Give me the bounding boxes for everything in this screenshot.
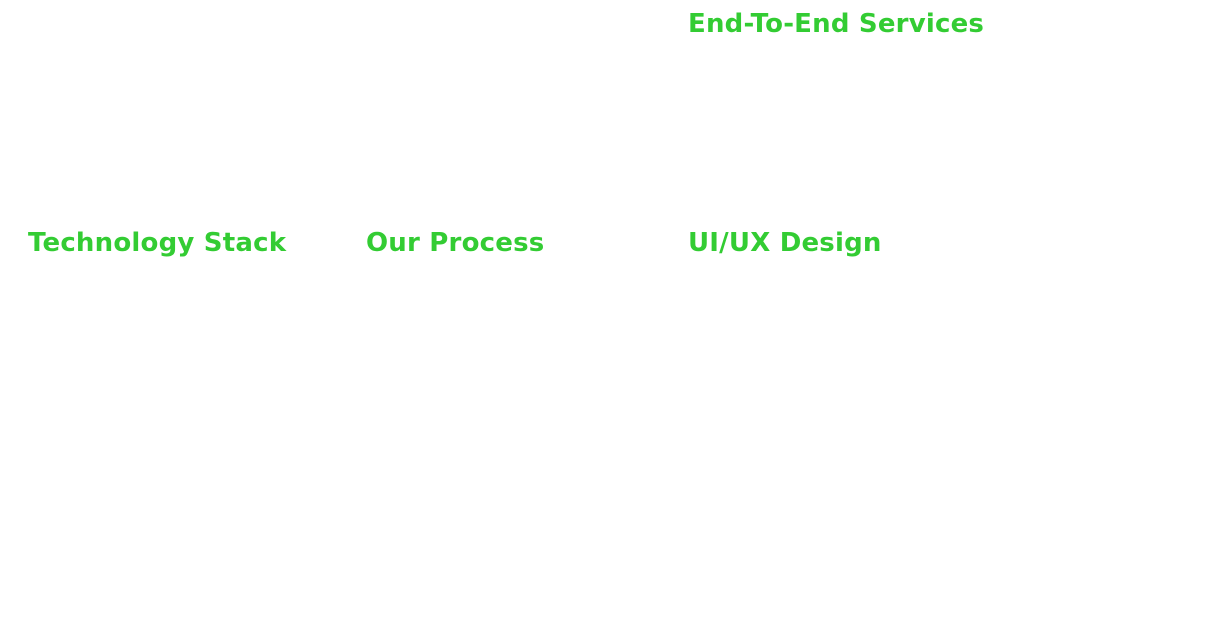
menu-heading-ui-ux-design[interactable]: UI/UX Design bbox=[688, 228, 882, 258]
menu-heading-end-to-end-services[interactable]: End-To-End Services bbox=[688, 9, 985, 39]
menu-heading-our-process[interactable]: Our Process bbox=[366, 228, 545, 258]
menu-heading-technology-stack[interactable]: Technology Stack bbox=[28, 228, 287, 258]
